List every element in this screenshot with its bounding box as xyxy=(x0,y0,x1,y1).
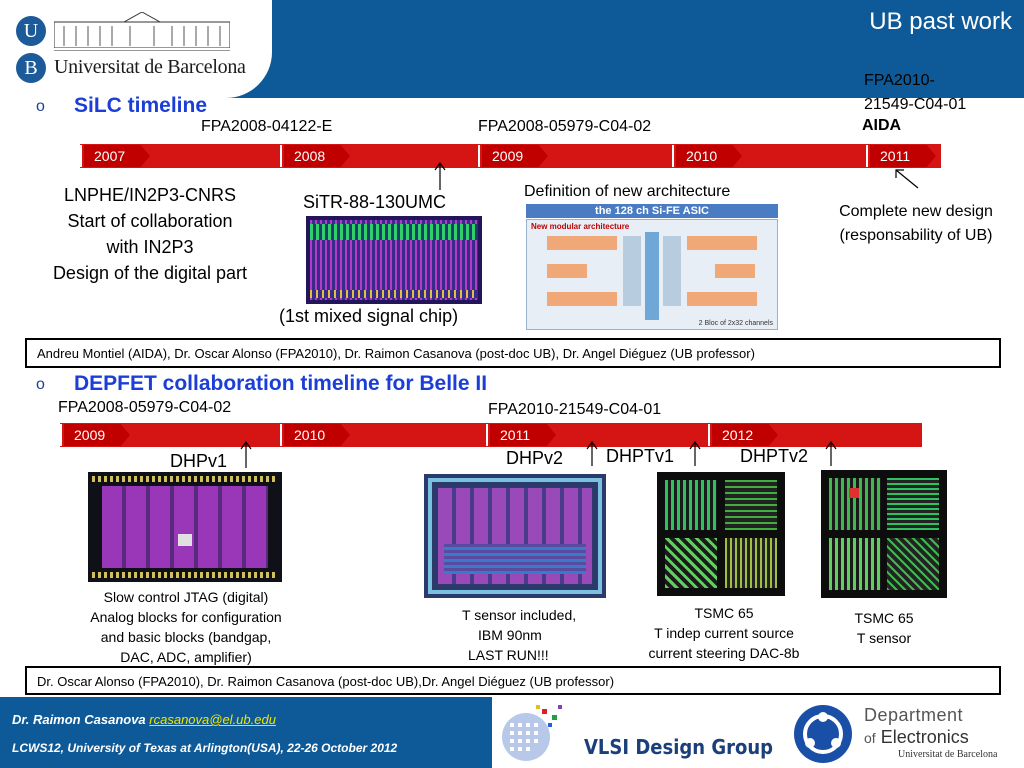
depfet-fpa-left: FPA2008-05979-C04-02 xyxy=(58,399,232,416)
arrow-up-icon xyxy=(825,440,837,466)
silc-year-2010: 2010 xyxy=(676,145,742,167)
silc-heading: SiLC timeline xyxy=(74,94,208,117)
silc-people-box: Andreu Montiel (AIDA), Dr. Oscar Alonso … xyxy=(25,338,1001,368)
dhpv1-chip-image xyxy=(88,472,282,582)
dhptv2-label: DHPTv2 xyxy=(740,446,809,466)
dhptv1-description: TSMC 65 T indep current source current s… xyxy=(648,605,800,661)
silc-aida-label: AIDA xyxy=(862,117,902,134)
depfet-fpa-right: FPA2010-21549-C04-01 xyxy=(488,401,662,418)
sitr-label: SiTR-88-130UMC xyxy=(303,192,447,212)
arrow-up-icon xyxy=(586,440,598,466)
depfet-year-2011: 2011 xyxy=(490,424,556,446)
page-title: UB past work xyxy=(869,8,1012,35)
dhpv1-description: Slow control JTAG (digital) Analog block… xyxy=(90,589,282,665)
depfet-year-2009: 2009 xyxy=(64,424,130,446)
dhptv1-chip-image xyxy=(657,472,785,596)
depfet-bullet: o xyxy=(36,376,45,393)
dhpv2-chip-image xyxy=(424,474,606,598)
depfet-year-2010: 2010 xyxy=(284,424,350,446)
dept-line1: Department xyxy=(864,705,964,725)
dhpv2-description: T sensor included, IBM 90nm LAST RUN!!! xyxy=(462,607,577,663)
silc-bullet: o xyxy=(36,98,45,115)
arrow-up-icon xyxy=(689,440,701,466)
building-icon xyxy=(54,12,230,48)
vlsi-logo-icon xyxy=(502,705,562,761)
footer-logos: VLSI Design Group Department of Electron… xyxy=(492,697,1024,768)
footer-author: Dr. Raimon Casanova xyxy=(12,712,146,727)
vlsi-group-name: VLSI Design Group xyxy=(584,735,774,759)
silc-fpa-right-1: FPA2010- xyxy=(864,72,935,89)
dept-line2: of Electronics xyxy=(864,727,969,747)
depfet-heading: DEPFET collaboration timeline for Belle … xyxy=(74,372,488,395)
depfet-year-2012: 2012 xyxy=(712,424,778,446)
footer-bar: Dr. Raimon Casanova rcasanova@el.ub.edu … xyxy=(0,697,492,768)
silc-year-2008: 2008 xyxy=(284,145,350,167)
architecture-title: the 128 ch Si-FE ASIC xyxy=(526,204,778,218)
complete-design-text: Complete new design (responsability of U… xyxy=(839,203,993,244)
logo-b-seal: B xyxy=(16,53,46,83)
lnphe-description: LNPHE/IN2P3-CNRS Start of collaboration … xyxy=(52,185,248,283)
silc-fpa-mid: FPA2008-05979-C04-02 xyxy=(478,118,652,135)
logo-u-seal: U xyxy=(16,16,46,46)
architecture-label: Definition of new architecture xyxy=(524,183,731,200)
dhpv2-label: DHPv2 xyxy=(506,448,564,468)
arrow-up-icon xyxy=(434,161,446,190)
silc-year-2007: 2007 xyxy=(84,145,150,167)
university-logo: U B Universitat de Barcelona xyxy=(0,0,272,98)
footer-author-line: Dr. Raimon Casanova rcasanova@el.ub.edu xyxy=(12,712,276,727)
footer-event: LCWS12, University of Texas at Arlington… xyxy=(12,741,398,755)
silc-fpa-right-2: 21549-C04-01 xyxy=(864,96,967,113)
dhpv1-label: DHPv1 xyxy=(170,451,228,471)
sitr-caption: (1st mixed signal chip) xyxy=(279,306,459,326)
silc-year-2011: 2011 xyxy=(870,145,936,167)
architecture-diagram: New modular architecture 2 Bloc of 2x32 … xyxy=(526,219,778,330)
dhptv2-description: TSMC 65 T sensor xyxy=(854,610,914,646)
footer-email-link[interactable]: rcasanova@el.ub.edu xyxy=(149,712,276,727)
dhptv1-label: DHPTv1 xyxy=(606,446,675,466)
silc-fpa-left: FPA2008-04122-E xyxy=(201,118,333,135)
dhptv2-chip-image xyxy=(821,470,947,598)
dept-university: Universitat de Barcelona xyxy=(898,749,998,760)
electronics-logo-icon xyxy=(794,705,852,763)
sitr-chip-image xyxy=(306,216,482,304)
arrow-up-icon xyxy=(240,440,252,468)
depfet-people-box: Dr. Oscar Alonso (FPA2010), Dr. Raimon C… xyxy=(25,666,1001,695)
silc-year-2009: 2009 xyxy=(482,145,548,167)
arrow-diagonal-icon xyxy=(895,169,919,189)
university-name: Universitat de Barcelona xyxy=(54,56,246,78)
